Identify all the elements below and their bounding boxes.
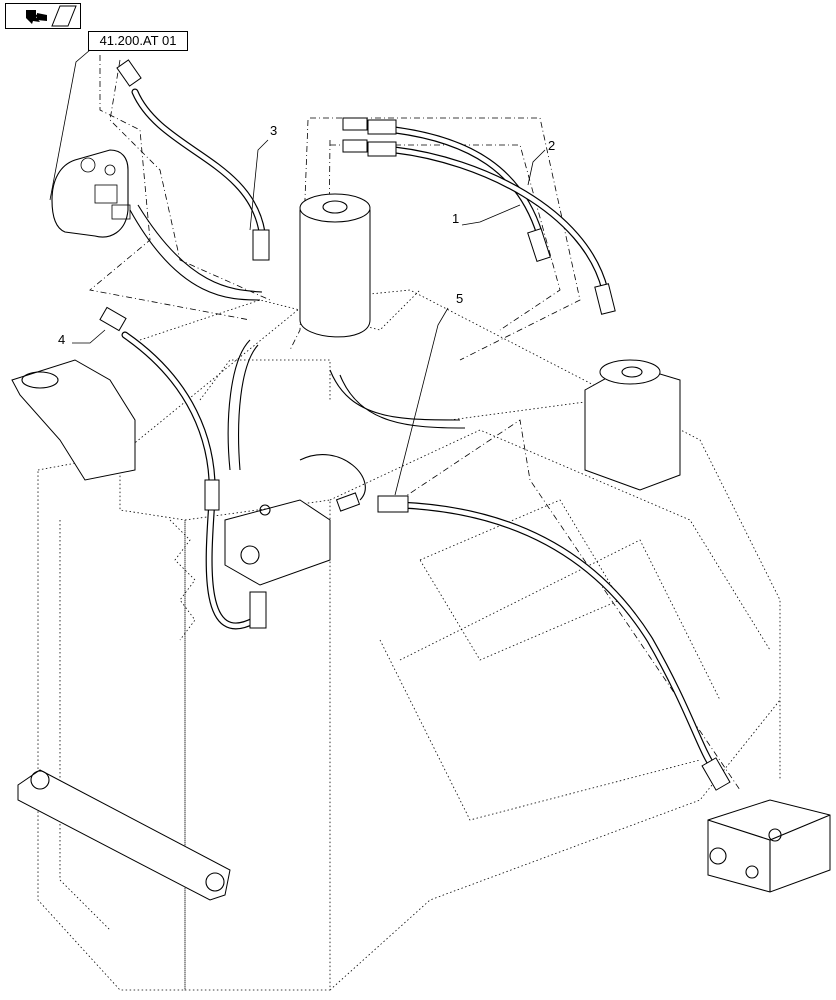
book-arrow-icon (26, 5, 77, 27)
reference-leader-line (49, 49, 91, 201)
right-post (584, 359, 681, 491)
lower-right-valve (707, 799, 831, 893)
steering-valve (51, 149, 131, 238)
control-block (224, 499, 331, 586)
callout-2: 2 (548, 138, 556, 153)
hose-4 (99, 306, 267, 630)
reference-link[interactable]: 41.200.AT 01 (88, 31, 188, 51)
callout-1: 1 (452, 211, 460, 226)
inner-hoses (129, 204, 466, 501)
callout-5: 5 (456, 291, 464, 306)
hose-5 (335, 492, 731, 791)
callout-4: 4 (58, 332, 66, 347)
callout-3: 3 (270, 123, 278, 138)
nav-back-button[interactable] (5, 3, 81, 29)
link-arm (17, 769, 231, 901)
hose-3 (116, 59, 270, 261)
hoses-1-2 (342, 117, 616, 315)
central-cylinder (299, 193, 371, 338)
callout-leaders (72, 139, 546, 496)
left-pedestal (11, 359, 136, 481)
